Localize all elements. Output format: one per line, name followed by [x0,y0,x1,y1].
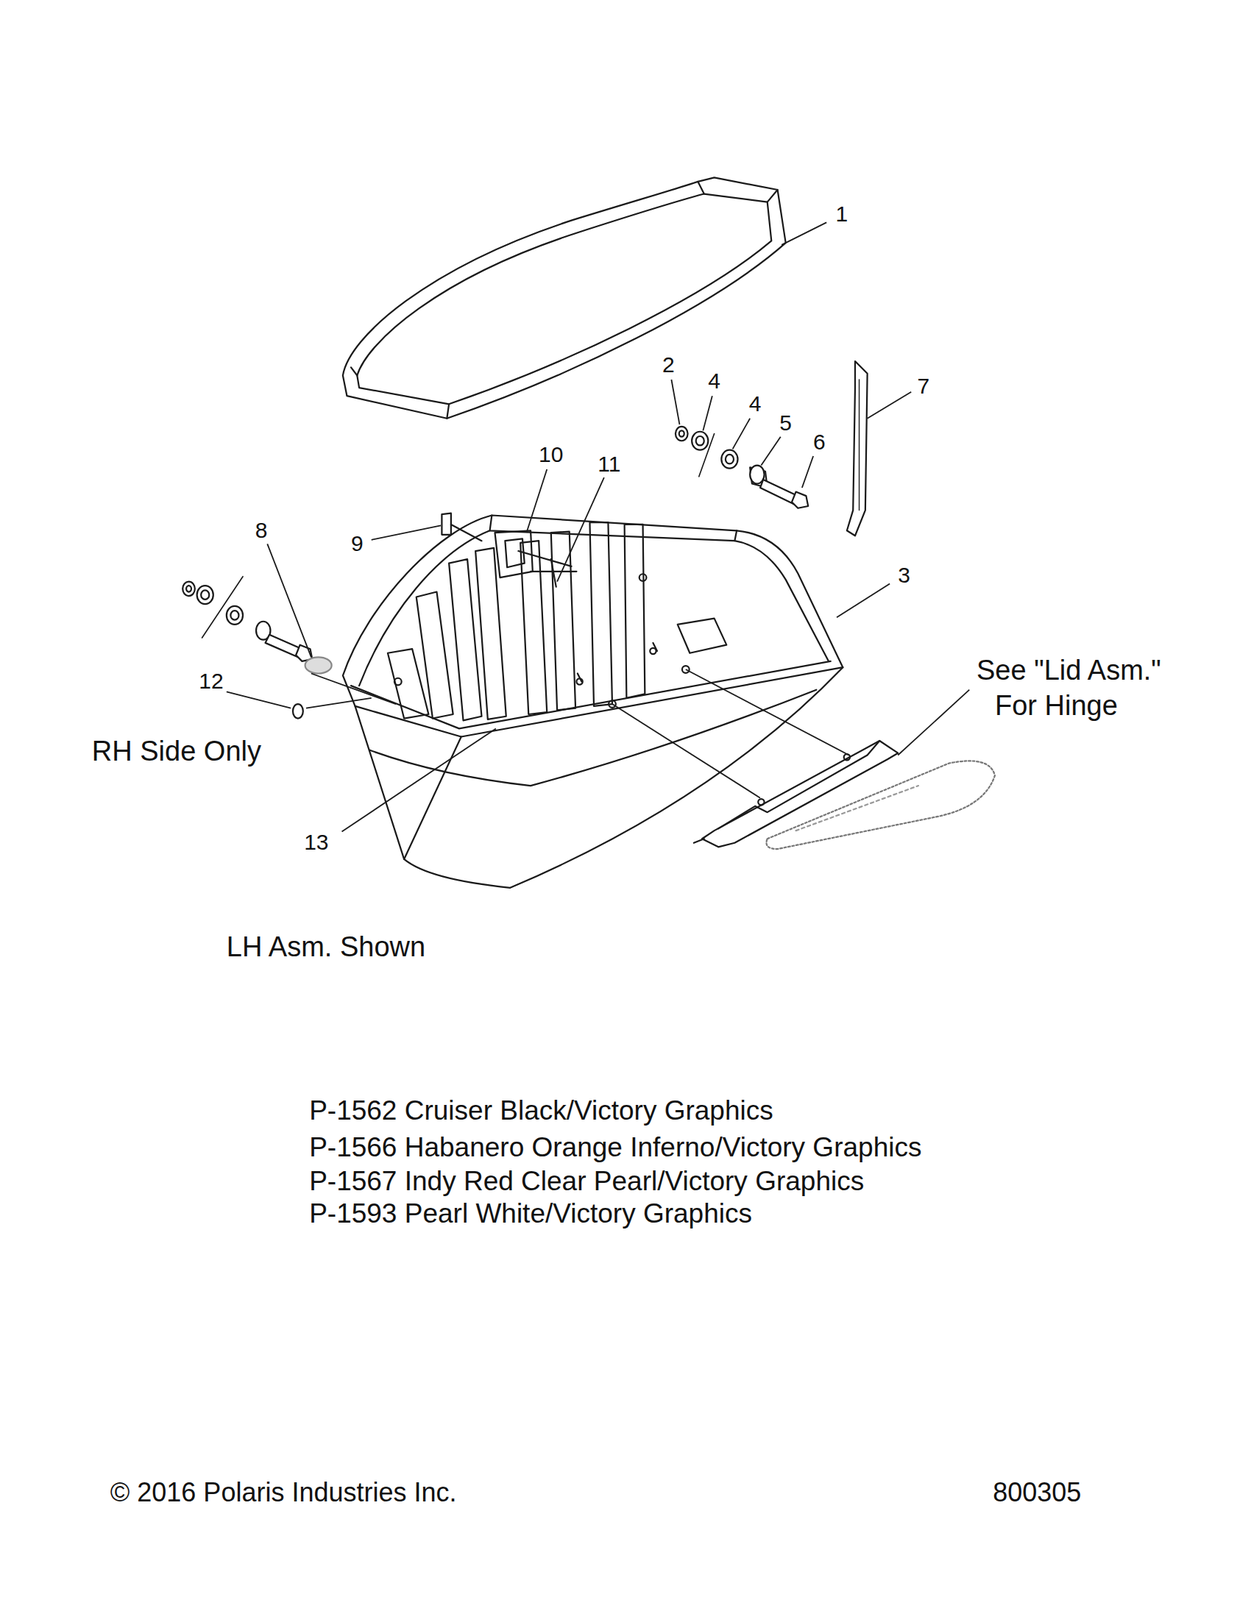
label-holder: P-1562 Cruiser Black/Victory Graphics [309,1096,774,1127]
note-text: RH Side Only [91,736,262,768]
saddlebag-shell [342,515,843,888]
note-text: LH Asm. Shown [226,932,426,964]
note-text: For Hinge [994,690,1118,722]
label-holder: 13 [303,829,329,854]
color-option: P-1567 Indy Red Clear Pearl/Victory Grap… [309,1166,864,1197]
label-holder: 12 [198,668,223,693]
lid-seal-inner2 [351,181,778,419]
callout-number: 12 [198,668,223,693]
callout-number: 7 [917,373,931,399]
label-holder: 7 [917,373,931,399]
label-holder: 3 [897,562,911,587]
label-holder: 4 [749,390,762,416]
callout-number: 3 [897,562,911,587]
label-holder: P-1593 Pearl White/Victory Graphics [309,1199,753,1230]
label-holder: 5 [779,410,792,435]
label-holder: © 2016 Polaris Industries Inc. [110,1478,457,1508]
callout-number: 4 [707,368,721,393]
callout-number: 13 [303,829,329,854]
color-option: P-1562 Cruiser Black/Victory Graphics [309,1096,774,1127]
copyright-text: © 2016 Polaris Industries Inc. [110,1478,457,1508]
label-holder: 4 [707,368,721,393]
callout-number: 2 [662,352,675,377]
color-option: P-1566 Habanero Orange Inferno/Victory G… [309,1133,922,1164]
label-holder: 8 [255,517,268,542]
plug [305,657,332,674]
callout-number: 1 [835,200,849,226]
label-holder: 800305 [992,1478,1082,1508]
callout-number: 11 [597,451,621,476]
callout-number: 5 [779,410,792,435]
callout-number: 6 [813,429,826,455]
callout-number: 10 [538,442,563,467]
lid-seal [342,177,786,418]
label-holder: RH Side Only [91,736,262,768]
label-holder: 9 [351,530,364,555]
label-holder: For Hinge [994,690,1118,722]
label-holder: LH Asm. Shown [226,932,426,964]
note-text: See "Lid Asm." [976,655,1162,687]
label-holder: P-1567 Indy Red Clear Pearl/Victory Grap… [309,1166,864,1197]
label-holder: 10 [538,442,563,467]
label-holder: 6 [813,429,826,455]
strap [847,361,868,536]
lid-seal-inner [356,194,772,405]
callout-number: 9 [351,530,364,555]
emblem [766,760,995,850]
callout-number: 4 [749,390,762,416]
label-holder: 1 [835,200,849,226]
label-holder: 11 [597,451,621,476]
drawing-number: 800305 [992,1478,1082,1508]
label-holder: See "Lid Asm." [976,655,1162,687]
callout-number: 8 [255,517,268,542]
label-holder: P-1566 Habanero Orange Inferno/Victory G… [309,1133,922,1164]
label-holder: 2 [662,352,675,377]
color-option: P-1593 Pearl White/Victory Graphics [309,1199,753,1230]
